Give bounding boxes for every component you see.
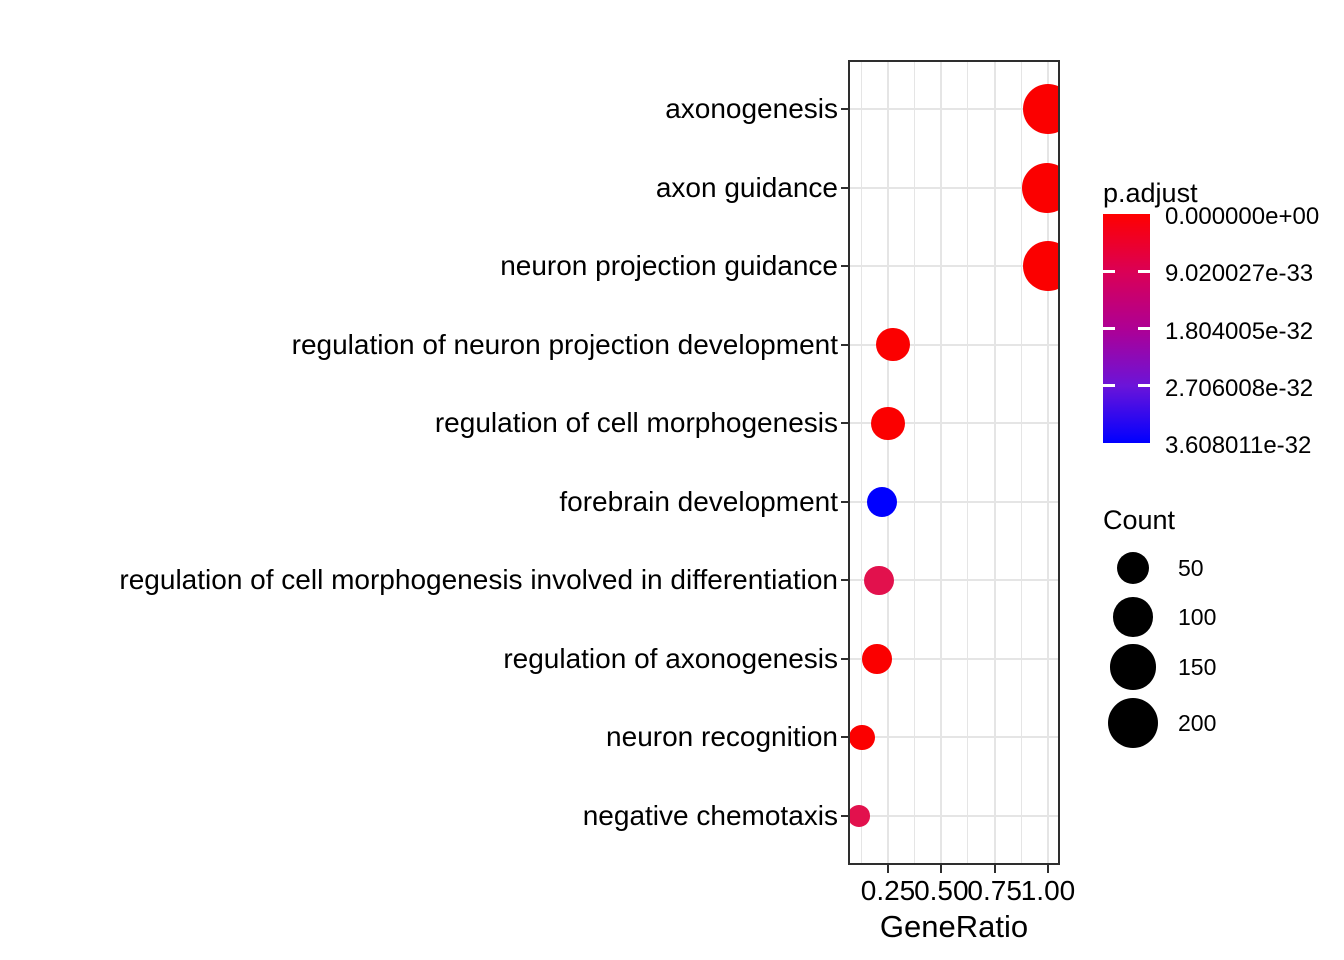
data-dot	[1021, 162, 1058, 213]
gridline-x-minor	[1020, 62, 1022, 863]
gridline-y-major	[850, 422, 1058, 425]
gridline-x-minor	[860, 62, 862, 863]
data-dot	[850, 805, 870, 827]
gridline-y-major	[850, 500, 1058, 503]
colorbar-tick	[1103, 384, 1115, 388]
data-dot	[864, 565, 894, 596]
gridline-y-major	[850, 343, 1058, 346]
count-legend-label: 50	[1178, 555, 1204, 581]
padjust-legend-title: p.adjust	[1103, 178, 1198, 208]
y-axis-label: regulation of cell morphogenesis involve…	[119, 564, 838, 596]
count-legend-title: Count	[1103, 505, 1176, 535]
y-tick	[841, 579, 850, 582]
count-legend-label: 150	[1178, 654, 1217, 680]
y-tick	[841, 500, 850, 503]
y-axis-label: neuron projection guidance	[500, 250, 838, 282]
gridline-x-major	[887, 62, 889, 863]
colorbar-label: 1.804005e-32	[1165, 317, 1314, 345]
y-axis-label: axon guidance	[655, 171, 838, 203]
gridline-y-major	[850, 265, 1058, 268]
colorbar-tick	[1138, 384, 1150, 388]
count-legend-circle	[1116, 551, 1149, 584]
colorbar-label: 9.020027e-33	[1165, 260, 1314, 288]
gridline-x-minor	[967, 62, 969, 863]
x-tick-label: 1.00	[1020, 875, 1076, 906]
y-axis-label: negative chemotaxis	[582, 799, 838, 831]
x-axis-title: GeneRatio	[879, 909, 1029, 944]
colorbar-label: 2.706008e-32	[1165, 374, 1314, 402]
y-axis-label: forebrain development	[559, 485, 838, 517]
gridline-x-minor	[914, 62, 916, 863]
x-tick	[1046, 864, 1049, 873]
y-axis-label: neuron recognition	[606, 721, 838, 753]
y-tick	[841, 422, 850, 425]
count-legend-circle	[1107, 697, 1158, 748]
gridline-y-major	[850, 186, 1058, 189]
gridline-y-major	[850, 579, 1058, 582]
x-tick	[993, 864, 996, 873]
data-dot	[1022, 241, 1058, 292]
gridline-y-major	[850, 736, 1058, 739]
x-tick-label: 0.50	[914, 875, 969, 906]
colorbar-label: 3.608011e-32	[1165, 432, 1312, 459]
colorbar-tick	[1103, 327, 1115, 330]
y-axis-label: regulation of neuron projection developm…	[291, 328, 838, 360]
y-tick	[841, 265, 850, 268]
y-tick	[841, 736, 850, 739]
y-tick	[841, 814, 850, 817]
data-dot	[866, 486, 898, 517]
data-dot	[871, 406, 905, 440]
y-axis-label: axonogenesis	[665, 93, 838, 124]
gridline-y-major	[850, 657, 1058, 660]
y-axis-label: regulation of axonogenesis	[503, 642, 838, 674]
y-axis-label: regulation of cell morphogenesis	[434, 407, 838, 439]
y-tick	[841, 186, 850, 189]
colorbar-tick	[1138, 327, 1150, 330]
data-dot	[1022, 83, 1058, 134]
x-tick-label: 0.25	[860, 875, 916, 906]
count-legend-label: 100	[1178, 604, 1217, 630]
y-tick	[841, 108, 850, 110]
count-legend-circle	[1110, 644, 1156, 690]
colorbar-tick	[1103, 269, 1115, 273]
gridline-x-major	[993, 62, 996, 863]
y-tick	[841, 343, 850, 346]
count-legend-circle	[1113, 597, 1153, 637]
data-dot	[850, 724, 875, 750]
colorbar-label: 0.000000e+00	[1165, 203, 1320, 230]
data-dot	[862, 644, 892, 674]
plot-panel	[848, 60, 1060, 865]
gridline-y-major	[850, 108, 1058, 110]
x-tick	[887, 864, 889, 873]
gridline-y-major	[850, 814, 1058, 817]
count-legend-label: 200	[1178, 710, 1217, 736]
x-tick	[940, 864, 943, 873]
gridline-x-major	[1046, 62, 1049, 863]
y-tick	[841, 657, 850, 660]
data-dot	[876, 328, 910, 362]
x-tick-label: 0.75	[967, 875, 1022, 906]
colorbar-tick	[1138, 269, 1150, 273]
gridline-x-major	[940, 62, 943, 863]
